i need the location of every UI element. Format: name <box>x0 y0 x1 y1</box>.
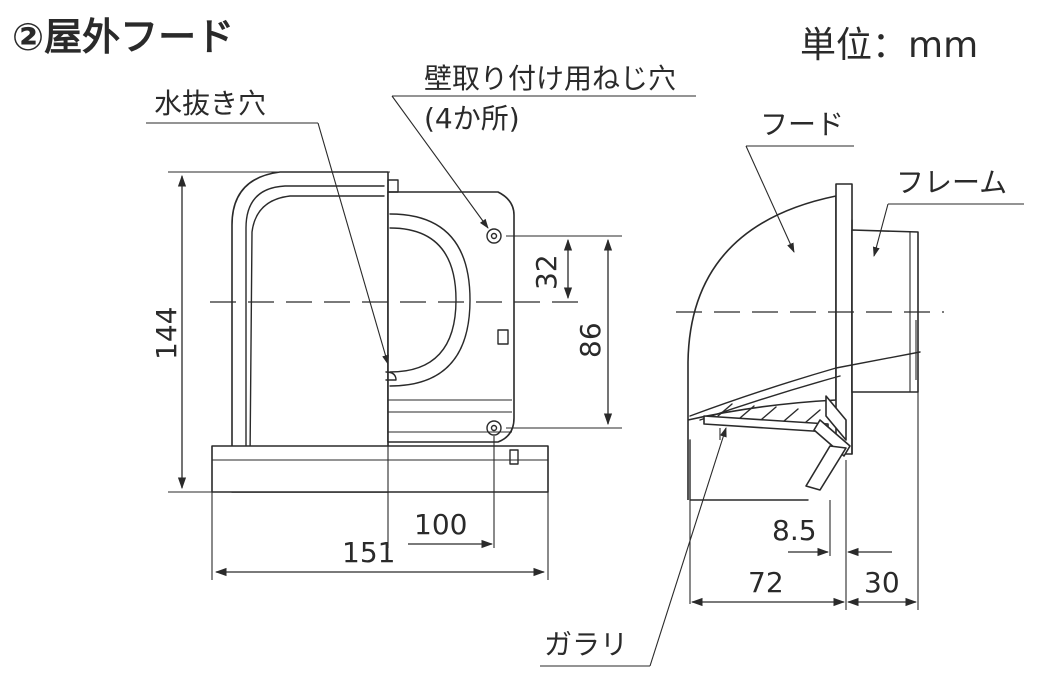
label-hood: フード <box>760 108 844 141</box>
side-labels: フード フレーム ガラリ <box>540 108 1024 667</box>
dim-151: 151 <box>342 536 395 569</box>
label-screw-holes-count: (4か所) <box>424 102 520 135</box>
dim-30: 30 <box>864 566 900 599</box>
dim-8-5: 8.5 <box>772 514 817 547</box>
unit-label: 単位：mm <box>800 25 978 66</box>
side-view <box>676 183 944 610</box>
side-dimensions: 8.5 72 30 <box>690 514 918 607</box>
front-frame <box>387 191 515 443</box>
drain-hole <box>385 371 397 381</box>
dim-100: 100 <box>414 508 467 541</box>
drawing-title: ②屋外フード <box>12 15 234 59</box>
label-drain-hole: 水抜き穴 <box>154 87 266 120</box>
label-louver: ガラリ <box>544 628 628 661</box>
front-view <box>168 171 622 580</box>
duct-circle <box>389 213 471 387</box>
dim-32: 32 <box>530 254 563 290</box>
screw-hole-lower <box>486 420 502 436</box>
label-screw-holes: 壁取り付け用ねじ穴 <box>424 62 676 95</box>
front-dimensions: 144 32 86 100 151 <box>150 174 613 577</box>
side-frame-flange <box>851 229 919 393</box>
label-frame: フレーム <box>896 166 1007 199</box>
dim-86: 86 <box>574 322 607 358</box>
dim-144: 144 <box>150 307 183 360</box>
side-louver <box>703 395 851 491</box>
front-labels: 水抜き穴 壁取り付け用ねじ穴 (4か所) <box>146 62 696 365</box>
screw-hole-upper <box>486 228 502 244</box>
front-base-plate <box>211 445 549 493</box>
dim-72: 72 <box>748 566 784 599</box>
side-hood <box>687 195 837 500</box>
